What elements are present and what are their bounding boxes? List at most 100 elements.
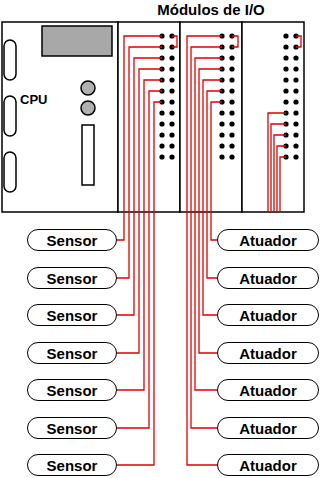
terminal-dot bbox=[283, 99, 288, 104]
module-wire bbox=[277, 146, 286, 212]
terminal-dot bbox=[219, 110, 224, 115]
sensor-oval: Sensor bbox=[27, 454, 117, 476]
terminal-dot bbox=[293, 55, 298, 60]
terminal-dot bbox=[293, 132, 298, 137]
actuator-label: Atuador bbox=[239, 457, 297, 474]
sensor-oval: Sensor bbox=[27, 267, 117, 289]
terminal-dot bbox=[159, 154, 164, 159]
terminal-dot bbox=[293, 143, 298, 148]
actuator-wire bbox=[187, 36, 222, 465]
actuator-wire bbox=[195, 58, 222, 390]
sensor-label: Sensor bbox=[47, 382, 98, 399]
actuator-wire bbox=[207, 91, 222, 278]
terminal-dot bbox=[293, 66, 298, 71]
terminal-dot bbox=[229, 143, 234, 148]
sensor-wire bbox=[117, 91, 162, 428]
sensor-oval: Sensor bbox=[27, 417, 117, 439]
sensor-oval: Sensor bbox=[27, 379, 117, 401]
terminal-dot bbox=[283, 44, 288, 49]
terminal-dot bbox=[219, 143, 224, 148]
terminal-dot bbox=[169, 143, 174, 148]
terminal-dot bbox=[169, 121, 174, 126]
cpu-slot bbox=[82, 125, 94, 185]
terminal-dot bbox=[283, 77, 288, 82]
actuator-oval: Atuador bbox=[217, 417, 319, 439]
terminal-dot bbox=[169, 77, 174, 82]
actuator-label: Atuador bbox=[239, 232, 297, 249]
rack-latch bbox=[4, 96, 16, 136]
terminal-dot bbox=[229, 110, 234, 115]
rack-latch bbox=[4, 40, 16, 80]
terminal-dot bbox=[169, 132, 174, 137]
terminal-dot bbox=[169, 154, 174, 159]
terminal-dots bbox=[159, 33, 298, 159]
cpu-label: CPU bbox=[20, 92, 60, 107]
terminal-dot bbox=[293, 77, 298, 82]
terminal-dot bbox=[283, 66, 288, 71]
cpu-display bbox=[42, 26, 112, 56]
terminal-dot bbox=[169, 110, 174, 115]
terminal-dot bbox=[159, 110, 164, 115]
terminal-dot bbox=[159, 121, 164, 126]
actuator-oval: Atuador bbox=[217, 304, 319, 326]
cpu-module bbox=[2, 22, 118, 212]
terminal-dot bbox=[229, 66, 234, 71]
terminal-dot bbox=[159, 143, 164, 148]
sensor-wire bbox=[117, 102, 162, 465]
actuator-oval: Atuador bbox=[217, 454, 319, 476]
sensor-wire bbox=[117, 69, 162, 353]
rack-latch bbox=[4, 152, 16, 192]
module-wire bbox=[271, 124, 286, 212]
terminal-dot bbox=[229, 154, 234, 159]
terminal-dot bbox=[229, 55, 234, 60]
terminal-dot bbox=[229, 132, 234, 137]
module-wire bbox=[280, 157, 286, 212]
sensor-oval: Sensor bbox=[27, 304, 117, 326]
actuator-wire bbox=[211, 102, 222, 240]
terminal-dot bbox=[283, 33, 288, 38]
terminal-dot bbox=[219, 121, 224, 126]
terminal-dot bbox=[219, 154, 224, 159]
terminal-dot bbox=[229, 88, 234, 93]
terminal-dot bbox=[219, 132, 224, 137]
sensor-label: Sensor bbox=[47, 420, 98, 437]
sensor-oval: Sensor bbox=[27, 342, 117, 364]
terminal-dot bbox=[283, 88, 288, 93]
actuator-oval: Atuador bbox=[217, 342, 319, 364]
module-wire bbox=[274, 135, 286, 212]
actuator-label: Atuador bbox=[239, 382, 297, 399]
cpu-led bbox=[81, 101, 95, 115]
cpu-led bbox=[81, 81, 95, 95]
sensor-wire bbox=[117, 80, 162, 390]
terminal-dot bbox=[283, 55, 288, 60]
terminal-dot bbox=[229, 99, 234, 104]
sensor-label: Sensor bbox=[47, 270, 98, 287]
actuator-label: Atuador bbox=[239, 420, 297, 437]
terminal-dot bbox=[169, 66, 174, 71]
terminal-dot bbox=[229, 121, 234, 126]
actuator-oval: Atuador bbox=[217, 379, 319, 401]
sensor-label: Sensor bbox=[47, 307, 98, 324]
terminal-dot bbox=[169, 55, 174, 60]
terminal-dot bbox=[293, 110, 298, 115]
terminal-dot bbox=[169, 99, 174, 104]
terminal-dot bbox=[293, 121, 298, 126]
terminal-dot bbox=[229, 77, 234, 82]
actuator-oval: Atuador bbox=[217, 229, 319, 251]
plc-rack bbox=[2, 22, 304, 212]
sensor-label: Sensor bbox=[47, 232, 98, 249]
jumper-wire bbox=[296, 36, 301, 47]
sensor-label: Sensor bbox=[47, 457, 98, 474]
sensor-label: Sensor bbox=[47, 345, 98, 362]
terminal-dot bbox=[169, 88, 174, 93]
sensor-oval: Sensor bbox=[27, 229, 117, 251]
actuator-oval: Atuador bbox=[217, 267, 319, 289]
jumper-wire bbox=[172, 36, 177, 47]
actuator-label: Atuador bbox=[239, 270, 297, 287]
terminal-dot bbox=[293, 99, 298, 104]
terminal-dot bbox=[293, 88, 298, 93]
module-heading: Módulos de I/O bbox=[118, 1, 304, 18]
terminal-dot bbox=[293, 154, 298, 159]
module-wire bbox=[268, 113, 286, 212]
terminal-dot bbox=[159, 132, 164, 137]
